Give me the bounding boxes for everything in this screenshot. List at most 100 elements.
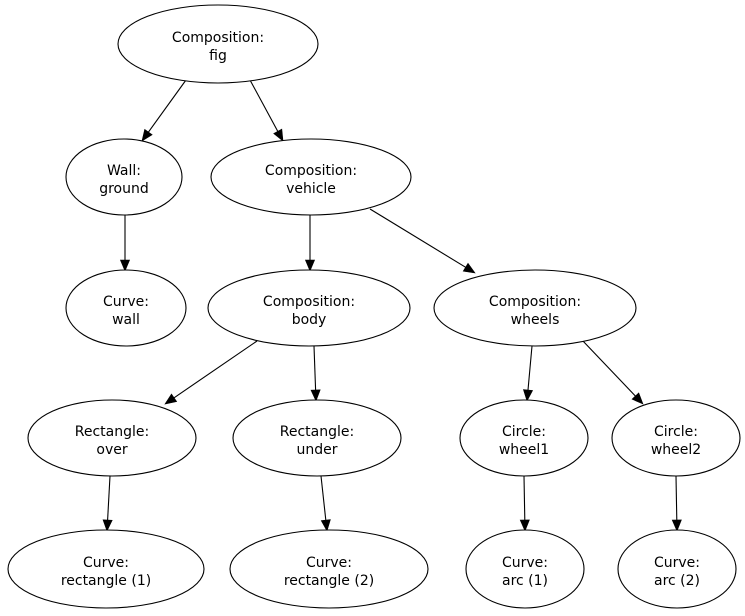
- edge-ground-to-wall: [119, 215, 131, 272]
- edge-over-to-rect1: [102, 475, 113, 532]
- edge-line: [172, 340, 258, 400]
- node-label-vehicle: Composition: vehicle: [265, 163, 357, 197]
- edge-arrowhead: [519, 519, 530, 532]
- graph-node-arc2[interactable]: Curve: arc (2): [617, 529, 737, 609]
- edge-line: [249, 79, 280, 134]
- edge-wheels-to-wheel2: [581, 339, 644, 405]
- node-label-line1-fig: Composition:: [172, 30, 264, 46]
- graph-node-under[interactable]: Rectangle: under: [232, 399, 402, 477]
- graph-node-wheel2[interactable]: Circle: wheel2: [611, 399, 741, 477]
- graph-node-rect1[interactable]: Curve: rectangle (1): [7, 529, 205, 609]
- edge-arrowhead: [671, 519, 682, 532]
- node-label-line2-fig: fig: [209, 48, 227, 64]
- node-label-line2-arc2: arc (2): [654, 573, 700, 589]
- node-label-wheel2: Circle: wheel2: [651, 424, 701, 458]
- graph-node-fig[interactable]: Composition: fig: [117, 4, 319, 84]
- graph-node-body[interactable]: Composition:body: [207, 269, 411, 347]
- node-label-line1-over: Rectangle:: [75, 424, 149, 440]
- node-label-line2-under: under: [296, 442, 337, 458]
- node-label-wall: Curve: wall: [103, 294, 149, 328]
- edge-arrowhead: [164, 393, 178, 405]
- graph-node-vehicle[interactable]: Composition: vehicle: [210, 138, 412, 216]
- node-ellipse-vehicle[interactable]: [210, 138, 412, 216]
- graph-node-ground[interactable]: Wall:ground: [65, 138, 183, 216]
- node-label-wheel1: Circle: wheel1: [499, 424, 549, 458]
- edges-layer: [102, 79, 682, 532]
- node-label-ground: Wall:ground: [99, 163, 149, 197]
- graph-node-wheels[interactable]: Composition:wheels: [433, 269, 637, 347]
- node-ellipse-ground[interactable]: [65, 138, 183, 216]
- edge-line: [313, 345, 317, 393]
- edge-arrowhead: [310, 389, 321, 402]
- edge-line: [675, 475, 678, 523]
- node-ellipse-fig[interactable]: [117, 4, 319, 84]
- node-ellipse-body[interactable]: [207, 269, 411, 347]
- node-label-line2-wheel2: wheel2: [651, 442, 701, 458]
- graph-node-over[interactable]: Rectangle: over: [27, 399, 197, 477]
- edge-line: [106, 475, 111, 523]
- node-label-line2-over: over: [96, 442, 127, 458]
- node-label-line2-rect2: rectangle (2): [284, 573, 374, 589]
- node-label-line2-vehicle: vehicle: [286, 181, 336, 197]
- graph-node-wheel1[interactable]: Circle: wheel1: [459, 399, 589, 477]
- node-ellipse-rect1[interactable]: [7, 529, 205, 609]
- edge-vehicle-to-wheels: [369, 208, 476, 274]
- edge-under-to-rect2: [320, 475, 331, 532]
- node-label-arc1: Curve: arc (1): [502, 555, 548, 589]
- node-label-line1-ground: Wall:: [107, 163, 141, 179]
- node-ellipse-arc1[interactable]: [465, 529, 585, 609]
- node-label-fig: Composition: fig: [172, 30, 264, 64]
- edge-arrowhead: [522, 389, 534, 402]
- edge-arrowhead: [273, 128, 284, 142]
- node-label-line2-wheel1: wheel1: [499, 442, 549, 458]
- node-ellipse-arc2[interactable]: [617, 529, 737, 609]
- node-ellipse-wall[interactable]: [65, 269, 187, 347]
- node-ellipse-wheel2[interactable]: [611, 399, 741, 477]
- node-ellipse-over[interactable]: [27, 399, 197, 477]
- node-ellipse-wheels[interactable]: [433, 269, 637, 347]
- graph-node-arc1[interactable]: Curve: arc (1): [465, 529, 585, 609]
- edge-wheel2-to-arc2: [671, 475, 682, 532]
- node-label-rect2: Curve: rectangle (2): [284, 555, 374, 589]
- graph-node-rect2[interactable]: Curve: rectangle (2): [229, 529, 429, 609]
- node-label-rect1: Curve: rectangle (1): [61, 555, 151, 589]
- node-label-line1-arc2: Curve:: [654, 555, 700, 571]
- edge-body-to-over: [164, 340, 258, 405]
- graph-node-wall[interactable]: Curve: wall: [65, 269, 187, 347]
- node-label-over: Rectangle: over: [75, 424, 149, 458]
- edge-wheels-to-wheel1: [522, 345, 534, 402]
- node-ellipse-wheel1[interactable]: [459, 399, 589, 477]
- edge-fig-to-ground: [141, 79, 187, 142]
- edge-arrowhead: [304, 259, 316, 272]
- edge-line: [320, 475, 327, 523]
- node-label-line1-wheel1: Circle:: [502, 424, 546, 440]
- edge-arrowhead: [119, 259, 131, 272]
- nodes-layer: Composition:figWall:groundComposition:ve…: [7, 4, 741, 609]
- node-label-line1-wheels: Composition:: [489, 294, 581, 310]
- node-label-line1-vehicle: Composition:: [265, 163, 357, 179]
- node-label-under: Rectangle: under: [280, 424, 354, 458]
- node-ellipse-rect2[interactable]: [229, 529, 429, 609]
- node-label-line1-under: Rectangle:: [280, 424, 354, 440]
- edge-line: [146, 79, 187, 135]
- node-ellipse-under[interactable]: [232, 399, 402, 477]
- edge-fig-to-vehicle: [249, 79, 284, 142]
- node-label-line2-arc1: arc (1): [502, 573, 548, 589]
- node-label-line2-body: body: [292, 312, 327, 328]
- node-label-line2-rect1: rectangle (1): [61, 573, 151, 589]
- edge-arrowhead: [631, 392, 644, 405]
- edge-arrowhead: [102, 519, 113, 532]
- edge-arrowhead: [320, 519, 331, 532]
- edge-arrowhead: [462, 262, 476, 274]
- edge-line: [369, 208, 468, 269]
- node-label-line1-arc1: Curve:: [502, 555, 548, 571]
- edge-line: [581, 339, 638, 398]
- node-label-body: Composition:body: [263, 294, 355, 328]
- node-label-line1-wheel2: Circle:: [654, 424, 698, 440]
- node-label-line1-rect2: Curve:: [306, 555, 352, 571]
- node-label-line1-rect1: Curve:: [83, 555, 129, 571]
- node-label-line1-wall: Curve:: [103, 294, 149, 310]
- node-label-line2-wall: wall: [112, 312, 140, 328]
